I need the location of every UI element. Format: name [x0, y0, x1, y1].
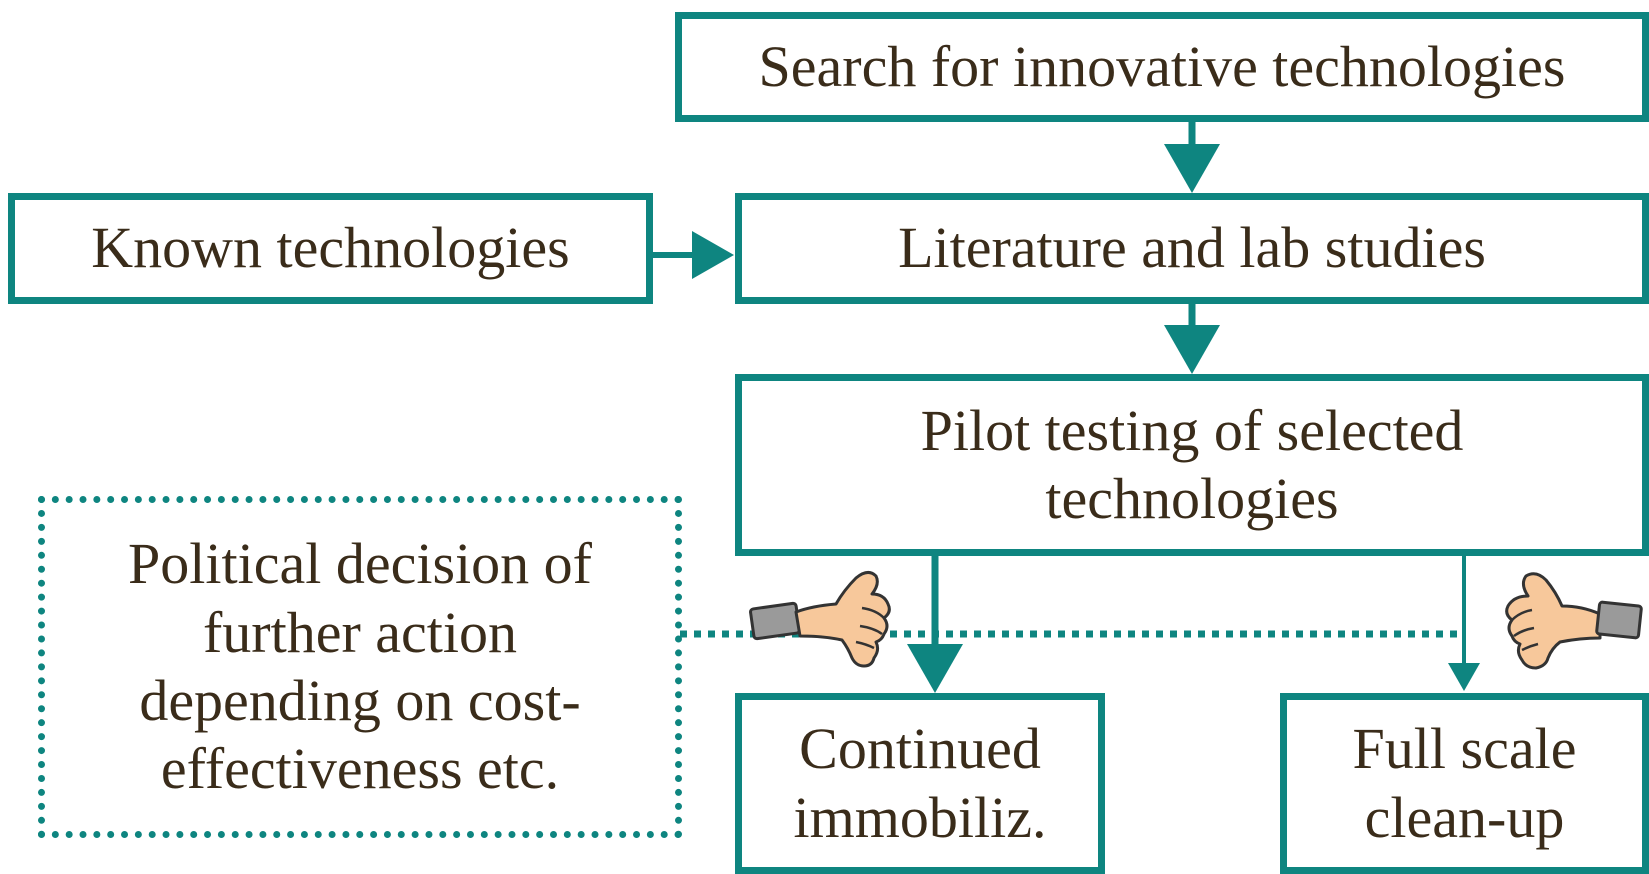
pilot-testing-text: Pilot testing of selected technologies: [921, 397, 1464, 534]
pilot-testing-box: Pilot testing of selected technologies: [735, 374, 1649, 556]
political-decision-line-4: effectiveness etc.: [160, 736, 560, 802]
literature-lab-label: Literature and lab studies: [898, 215, 1486, 281]
fullscale-line-2: clean-up: [1364, 784, 1565, 850]
search-innovative-box: Search for innovative technologies: [675, 12, 1649, 122]
political-decision-text: Political decision of further action dep…: [128, 530, 592, 804]
known-technologies-box: Known technologies: [8, 193, 653, 304]
known-technologies-label: Known technologies: [91, 215, 570, 281]
continued-line-2: immobiliz.: [793, 784, 1047, 850]
political-decision-line-2: further action: [202, 599, 517, 665]
full-scale-cleanup-box: Full scale clean-up: [1280, 693, 1649, 874]
continued-immobilization-text: Continued immobiliz.: [794, 715, 1047, 852]
fullscale-line-1: Full scale: [1352, 716, 1577, 782]
political-decision-box: Political decision of further action dep…: [38, 496, 682, 838]
thumbs-up-backdrop: [1466, 560, 1649, 670]
literature-lab-box: Literature and lab studies: [735, 193, 1649, 304]
political-decision-line-3: depending on cost-: [139, 668, 581, 733]
pilot-testing-line-2: technologies: [1045, 466, 1339, 531]
continued-line-1: Continued: [799, 716, 1041, 782]
search-innovative-label: Search for innovative technologies: [758, 33, 1566, 99]
pilot-testing-line-1: Pilot testing of selected: [920, 397, 1464, 463]
full-scale-cleanup-text: Full scale clean-up: [1353, 715, 1577, 852]
political-decision-line-1: Political decision of: [128, 531, 592, 597]
continued-immobilization-box: Continued immobiliz.: [735, 693, 1105, 874]
